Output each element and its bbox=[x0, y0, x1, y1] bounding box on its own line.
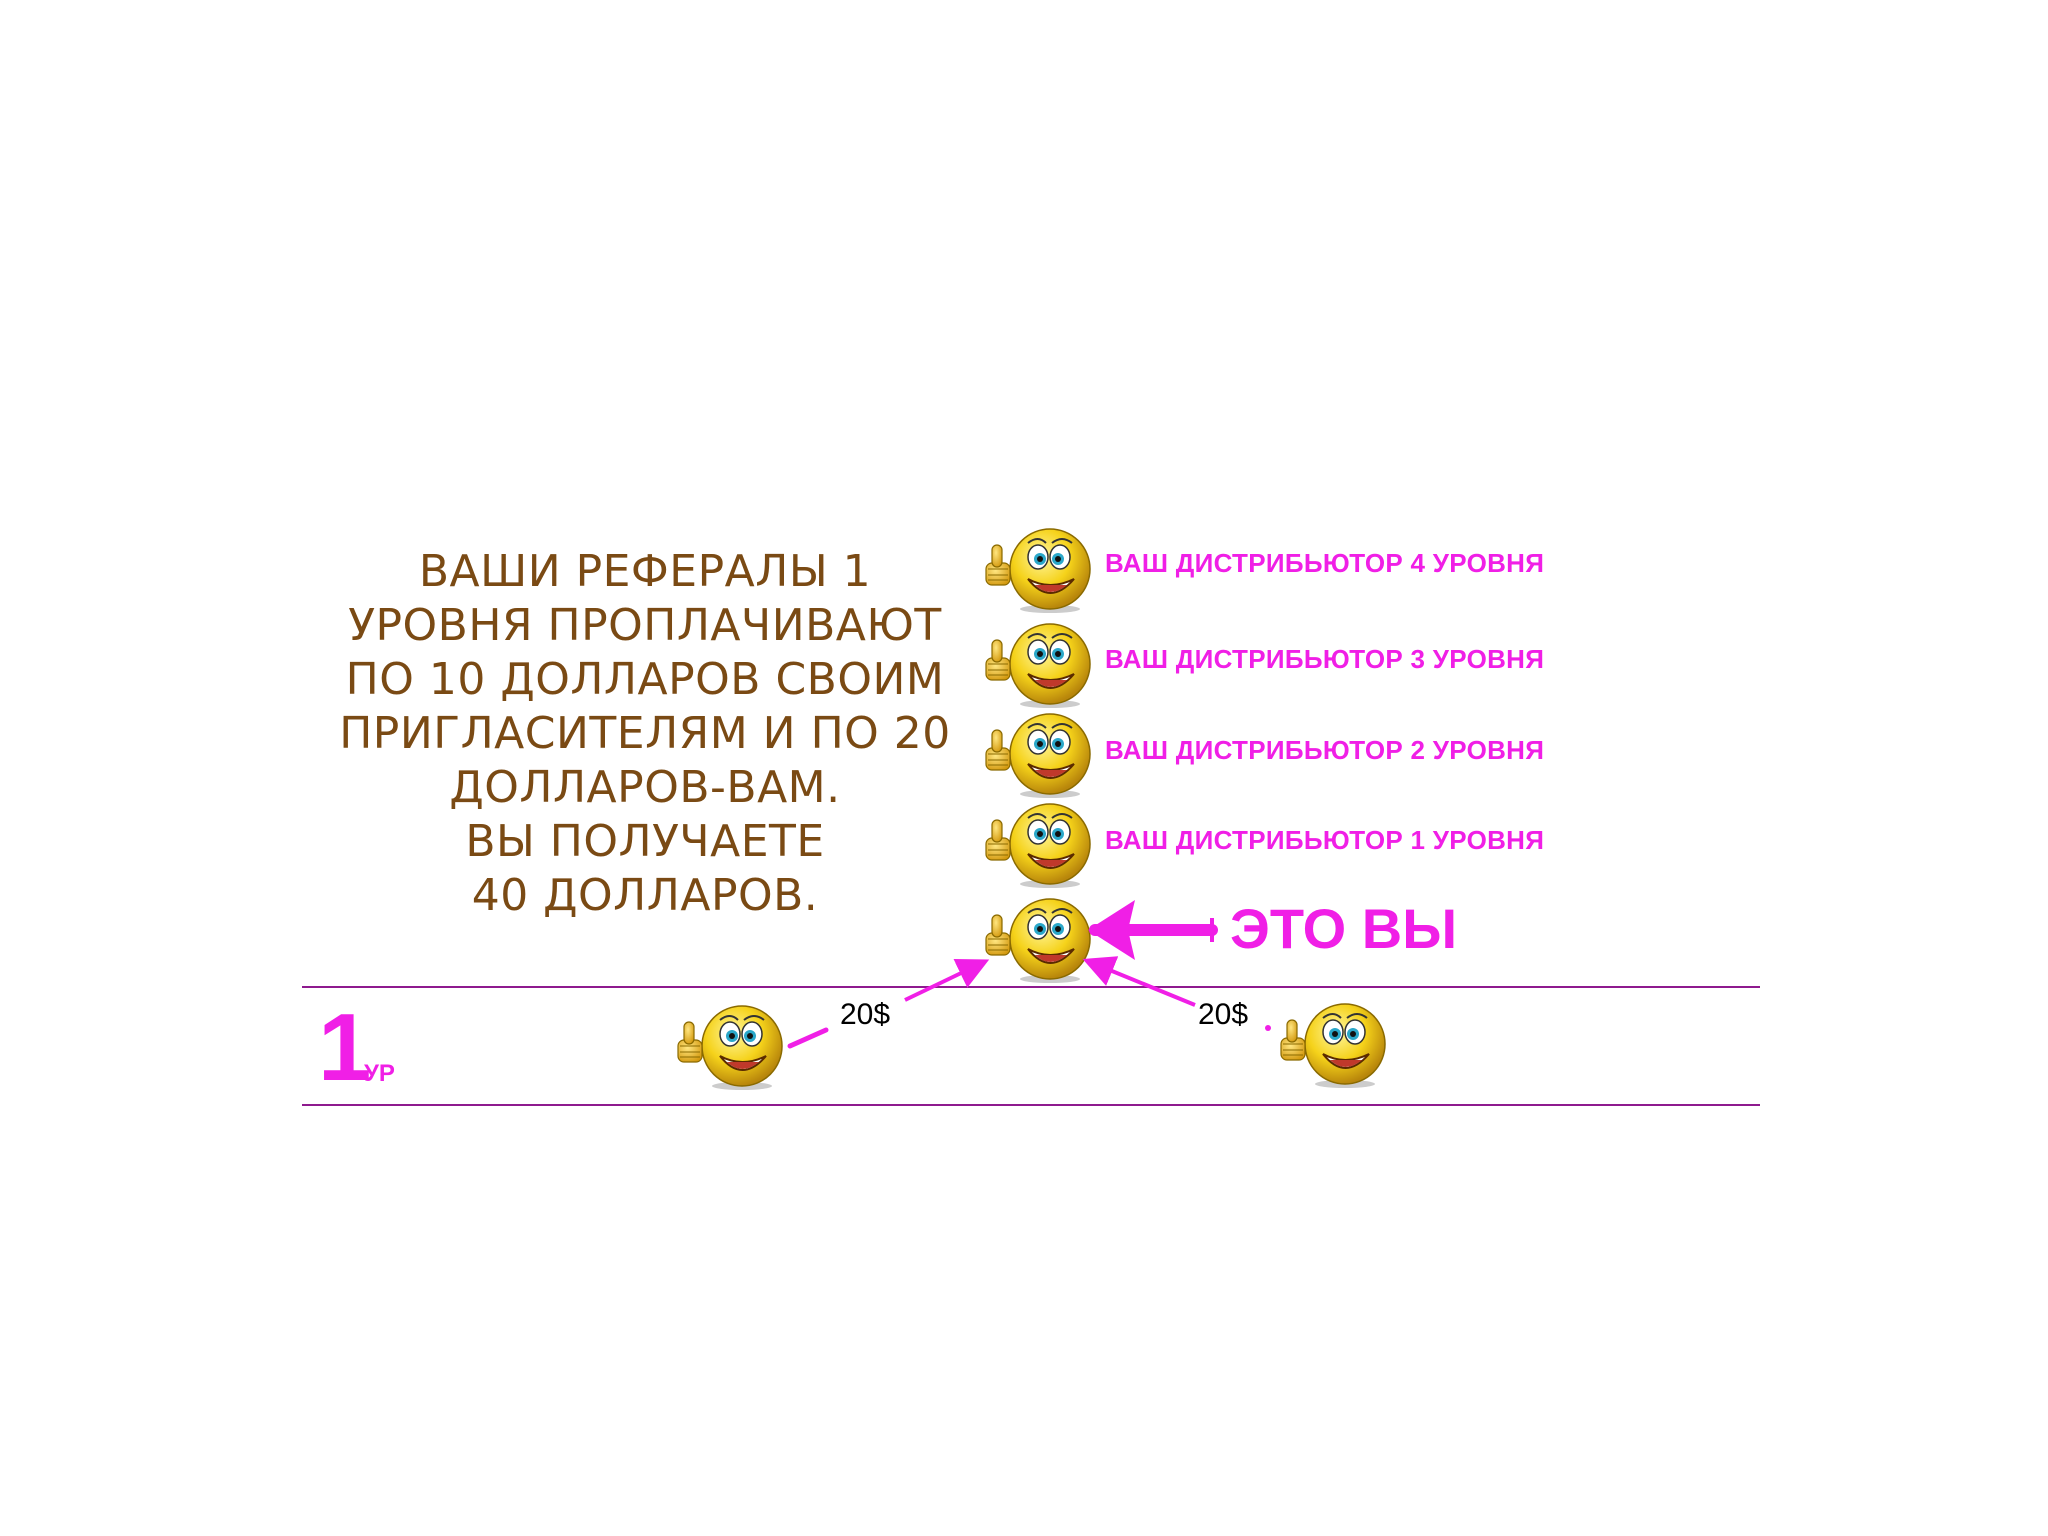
you-label: ЭТО ВЫ bbox=[1230, 897, 1458, 960]
distributor-label-1: ВАШ ДИСТРИБЬЮТОР 1 УРОВНЯ bbox=[1105, 825, 1545, 855]
referral-smiley-right bbox=[1275, 1000, 1393, 1090]
referral-smiley-left bbox=[672, 1002, 790, 1092]
smiley-thumbs-up-icon-you bbox=[980, 895, 1098, 985]
level-divider-top bbox=[302, 986, 1760, 988]
smiley-thumbs-up-icon bbox=[980, 620, 1098, 710]
smiley-thumbs-up-icon bbox=[980, 800, 1098, 890]
referral-amount-left: 20$ bbox=[840, 998, 891, 1031]
smiley-thumbs-up-icon bbox=[980, 525, 1098, 615]
description-line: 40 ДОЛЛАРОВ. bbox=[471, 870, 819, 921]
description-line: ДОЛЛАРОВ-ВАМ. bbox=[449, 762, 841, 813]
distributor-label-3: ВАШ ДИСТРИБЬЮТОР 3 УРОВНЯ bbox=[1105, 644, 1545, 674]
description-text: ВАШИ РЕФЕРАЛЫ 1 УРОВНЯ ПРОПЛАЧИВАЮТ ПО 1… bbox=[320, 545, 970, 923]
referral-amount-right: 20$ bbox=[1198, 998, 1249, 1031]
distributor-label-4: ВАШ ДИСТРИБЬЮТОР 4 УРОВНЯ bbox=[1105, 548, 1545, 578]
smiley-thumbs-up-icon bbox=[980, 710, 1098, 800]
level-suffix: УР bbox=[364, 1060, 395, 1087]
distributor-label-2: ВАШ ДИСТРИБЬЮТОР 2 УРОВНЯ bbox=[1105, 735, 1545, 765]
description-line: ВЫ ПОЛУЧАЕТЕ bbox=[465, 816, 825, 867]
description-line: ПРИГЛАСИТЕЛЯМ И ПО 20 bbox=[339, 708, 951, 759]
you-pointer-arrow-icon bbox=[1088, 900, 1218, 960]
description-line: ВАШИ РЕФЕРАЛЫ 1 bbox=[418, 546, 872, 597]
description-line: ПО 10 ДОЛЛАРОВ СВОИМ bbox=[345, 654, 945, 705]
level-number: 1 bbox=[318, 994, 372, 1101]
level-divider-bottom bbox=[302, 1104, 1760, 1106]
description-line: УРОВНЯ ПРОПЛАЧИВАЮТ bbox=[348, 600, 942, 651]
